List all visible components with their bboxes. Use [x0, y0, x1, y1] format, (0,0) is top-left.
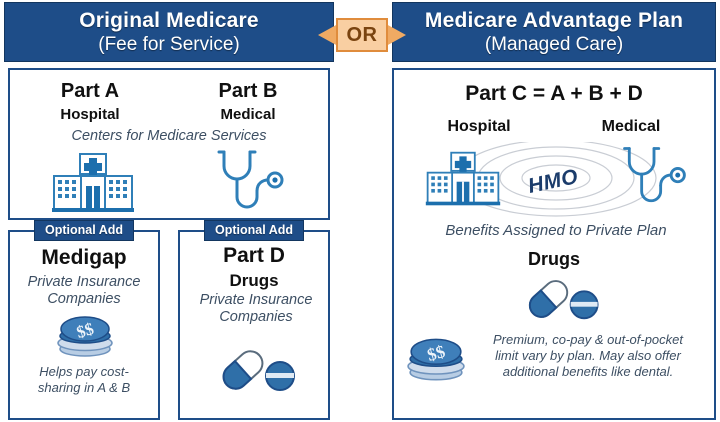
hmo-plan-badge: HMO	[504, 144, 630, 218]
medigap-note-line1: Helps pay cost-	[39, 364, 129, 379]
part-d-subtitle: Drugs	[229, 271, 279, 290]
arrow-right-icon	[386, 24, 406, 46]
stethoscope-icon	[616, 144, 692, 215]
medicare-advantage-subtitle: (Managed Care)	[484, 33, 624, 55]
part-a-subtitle: Hospital	[60, 106, 120, 123]
hospital-icon	[424, 150, 502, 213]
stethoscope-icon	[210, 148, 290, 221]
part-b-subtitle: Medical	[220, 106, 276, 123]
original-medicare-title: Original Medicare	[79, 8, 259, 32]
part-d-box: Optional Add Part D Drugs Private Insura…	[178, 220, 330, 420]
part-c-drugs-label: Drugs	[527, 249, 580, 269]
medicare-advantage-header: Medicare Advantage Plan (Managed Care)	[392, 2, 716, 62]
medigap-note-line2: sharing in A & B	[37, 380, 131, 395]
pills-icon	[216, 344, 298, 401]
hmo-label: HMO	[526, 165, 581, 199]
cms-agency-label: Centers for Medicare Services	[71, 128, 267, 144]
part-d-provider-line2: Companies	[219, 309, 293, 325]
pills-icon	[522, 274, 602, 329]
part-d-provider-line1: Private Insurance	[199, 292, 313, 308]
medigap-box: Optional Add Medigap Private Insurance C…	[8, 220, 160, 420]
medigap-title: Medigap	[41, 246, 127, 269]
medicare-advantage-title: Medicare Advantage Plan	[424, 8, 684, 32]
part-c-medical-label: Medical	[601, 118, 661, 135]
part-a-title: Part A	[60, 80, 120, 102]
original-medicare-header: Original Medicare (Fee for Service)	[4, 2, 334, 62]
or-label: OR	[346, 24, 378, 46]
part-d-optional-add-tab: Optional Add	[204, 220, 304, 241]
part-c-artwork: HMO	[418, 142, 694, 218]
part-b-title: Part B	[218, 80, 278, 102]
medigap-optional-add-tab: Optional Add	[34, 220, 134, 241]
original-medicare-panel: Original Medicare (Fee for Service) Part…	[4, 2, 334, 420]
part-c-cost-note-line1: Premium, co-pay & out-of-pocket	[492, 332, 684, 347]
or-badge: OR	[336, 18, 388, 52]
hospital-icon	[50, 152, 136, 219]
part-c-hospital-label: Hospital	[447, 118, 511, 135]
part-a-b-box: Part A Hospital Part B Medical Centers f…	[8, 68, 330, 220]
medigap-provider: Private Insurance Companies	[14, 274, 154, 308]
part-d-provider: Private Insurance Companies	[183, 292, 329, 326]
part-c-cost-note-line2: limit vary by plan. May also offer	[495, 348, 681, 363]
coin-stack-icon: $$	[56, 314, 114, 363]
part-c-benefits-note: Benefits Assigned to Private Plan	[445, 222, 667, 239]
svg-text:$$: $$	[74, 319, 96, 342]
part-c-cost-note: Premium, co-pay & out-of-pocket limit va…	[466, 332, 710, 380]
medicare-advantage-panel: Medicare Advantage Plan (Managed Care) P…	[392, 2, 716, 420]
part-d-title: Part D	[223, 244, 285, 267]
medigap-provider-line1: Private Insurance	[27, 274, 141, 290]
coin-stack-icon: $$	[406, 336, 466, 387]
part-c-equation: Part C = A + B + D	[465, 82, 643, 105]
medigap-note: Helps pay cost- sharing in A & B	[16, 364, 152, 396]
part-c-cost-note-line3: additional benefits like dental.	[502, 364, 674, 379]
part-c-box: Part C = A + B + D Hospital Medical	[392, 68, 716, 420]
svg-text:$$: $$	[425, 341, 448, 365]
medigap-provider-line2: Companies	[47, 291, 121, 307]
original-medicare-subtitle: (Fee for Service)	[98, 33, 240, 55]
arrow-left-icon	[318, 24, 338, 46]
